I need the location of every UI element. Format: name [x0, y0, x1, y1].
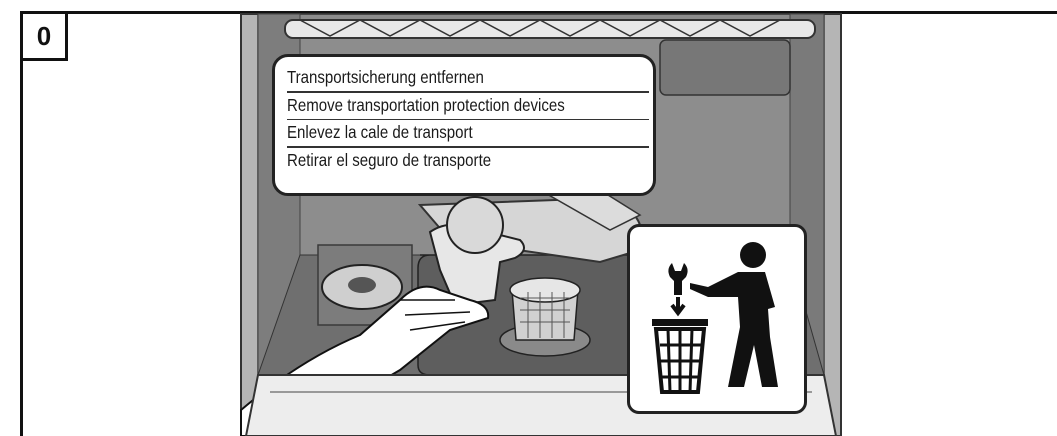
label-line-es: Retirar el seguro de transporte: [287, 150, 593, 173]
label-divider: [287, 91, 649, 93]
label-line-de: Transportsicherung entfernen: [287, 67, 593, 90]
instruction-label-box: Transportsicherung entfernen Remove tran…: [272, 54, 656, 196]
label-line-fr: Enlevez la cale de transport: [287, 122, 593, 145]
bin-disposal-icon: [630, 227, 804, 411]
person-head: [740, 242, 766, 268]
spray-arm-hub: [447, 197, 503, 253]
disposal-pictogram-box: [627, 224, 807, 414]
step-number: 0: [37, 21, 51, 52]
step-number-box: 0: [20, 11, 68, 61]
label-divider: [287, 119, 649, 121]
label-divider: [287, 146, 649, 148]
label-line-en: Remove transportation protection devices: [287, 95, 593, 118]
wrench-icon: [668, 263, 687, 313]
trash-bin: [652, 319, 708, 392]
rack-guide: [660, 40, 790, 95]
salt-cap-center: [348, 277, 376, 293]
